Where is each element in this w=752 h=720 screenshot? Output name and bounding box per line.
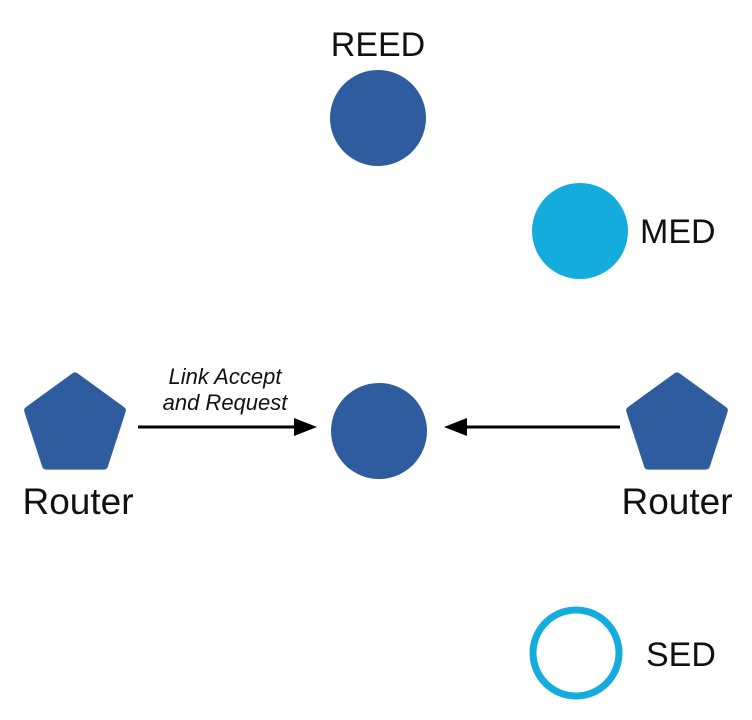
router-left-pentagon-icon [24, 372, 126, 470]
edge-label-line2: and Request [163, 390, 289, 415]
reed-label: REED [331, 26, 425, 64]
router-right-label: Router [621, 481, 732, 522]
arrow-left-to-center-head-icon [294, 418, 317, 436]
sed-node-icon [529, 606, 623, 700]
router-left-label: Router [22, 481, 133, 522]
arrow-right-to-center-head-icon [444, 418, 467, 436]
med-label: MED [640, 213, 716, 251]
edge-label-line1: Link Accept [169, 364, 283, 389]
med-node-icon [532, 183, 628, 279]
router-right-pentagon-icon [626, 372, 728, 470]
reed-node-icon [330, 70, 426, 166]
sed-label: SED [646, 636, 716, 674]
center-node-icon [331, 383, 427, 479]
